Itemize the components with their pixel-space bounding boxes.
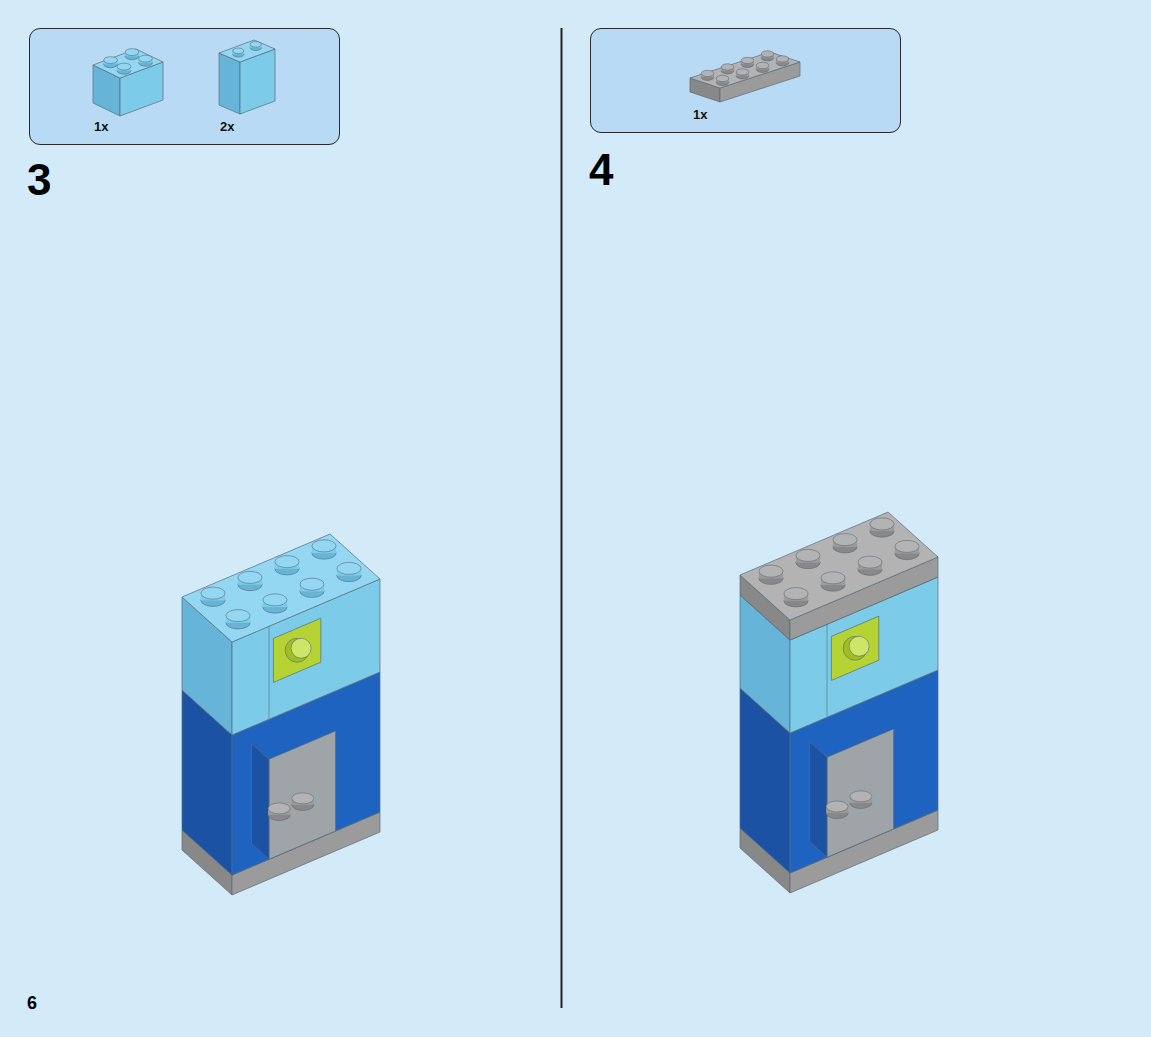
parts-panel: 1x — [590, 28, 901, 133]
step-number: 3 — [27, 158, 51, 202]
stud — [858, 556, 882, 568]
brick-seam — [269, 626, 270, 719]
brick-face — [690, 52, 800, 88]
stud — [833, 534, 857, 546]
stud — [736, 69, 749, 75]
stud — [268, 803, 290, 814]
stud — [701, 70, 714, 76]
step-number: 4 — [589, 148, 613, 192]
brick-face — [219, 53, 240, 114]
brick-face — [219, 40, 275, 62]
stud — [263, 594, 287, 606]
stud — [201, 587, 225, 599]
stud — [826, 801, 848, 812]
page-number: 6 — [27, 994, 37, 1012]
stud — [741, 57, 754, 63]
stud — [721, 64, 734, 70]
parts-panel: 1x 2x — [29, 28, 340, 145]
stud — [821, 572, 845, 584]
stud — [849, 636, 869, 656]
stud — [117, 63, 131, 70]
stud — [300, 578, 324, 590]
stud — [312, 540, 336, 552]
arch-wall — [810, 742, 828, 858]
brick-seam — [827, 624, 828, 717]
brick-illustration — [93, 40, 938, 895]
stud — [784, 588, 808, 600]
stud — [250, 42, 261, 48]
parts-panel-fill — [590, 28, 901, 133]
lime-tile — [831, 616, 878, 680]
stud — [337, 562, 361, 574]
stud — [895, 540, 919, 552]
parts-panel-fill — [29, 28, 340, 145]
stud — [238, 571, 262, 583]
stud — [275, 556, 299, 568]
arch-opening — [827, 729, 894, 857]
brick-face — [740, 512, 938, 620]
stud — [761, 51, 774, 57]
stud — [716, 75, 729, 81]
lime-tile — [273, 618, 320, 682]
arch-wall — [252, 744, 270, 860]
brick-face — [182, 534, 380, 642]
stud — [104, 57, 118, 64]
stud — [850, 791, 872, 802]
stud — [796, 549, 820, 561]
step-divider — [561, 28, 563, 1008]
stud — [125, 49, 139, 56]
stud — [759, 565, 783, 577]
part-quantity: 1x — [94, 120, 108, 133]
part-quantity: 2x — [220, 120, 234, 133]
stud — [291, 638, 311, 658]
stud — [776, 56, 789, 62]
arch-opening — [269, 731, 336, 859]
stud — [292, 793, 314, 804]
stud — [233, 48, 244, 54]
stud — [226, 610, 250, 622]
stud — [870, 518, 894, 530]
part-quantity: 1x — [693, 108, 707, 121]
stud — [756, 62, 769, 68]
stud — [139, 55, 153, 62]
brick-face — [93, 49, 163, 78]
